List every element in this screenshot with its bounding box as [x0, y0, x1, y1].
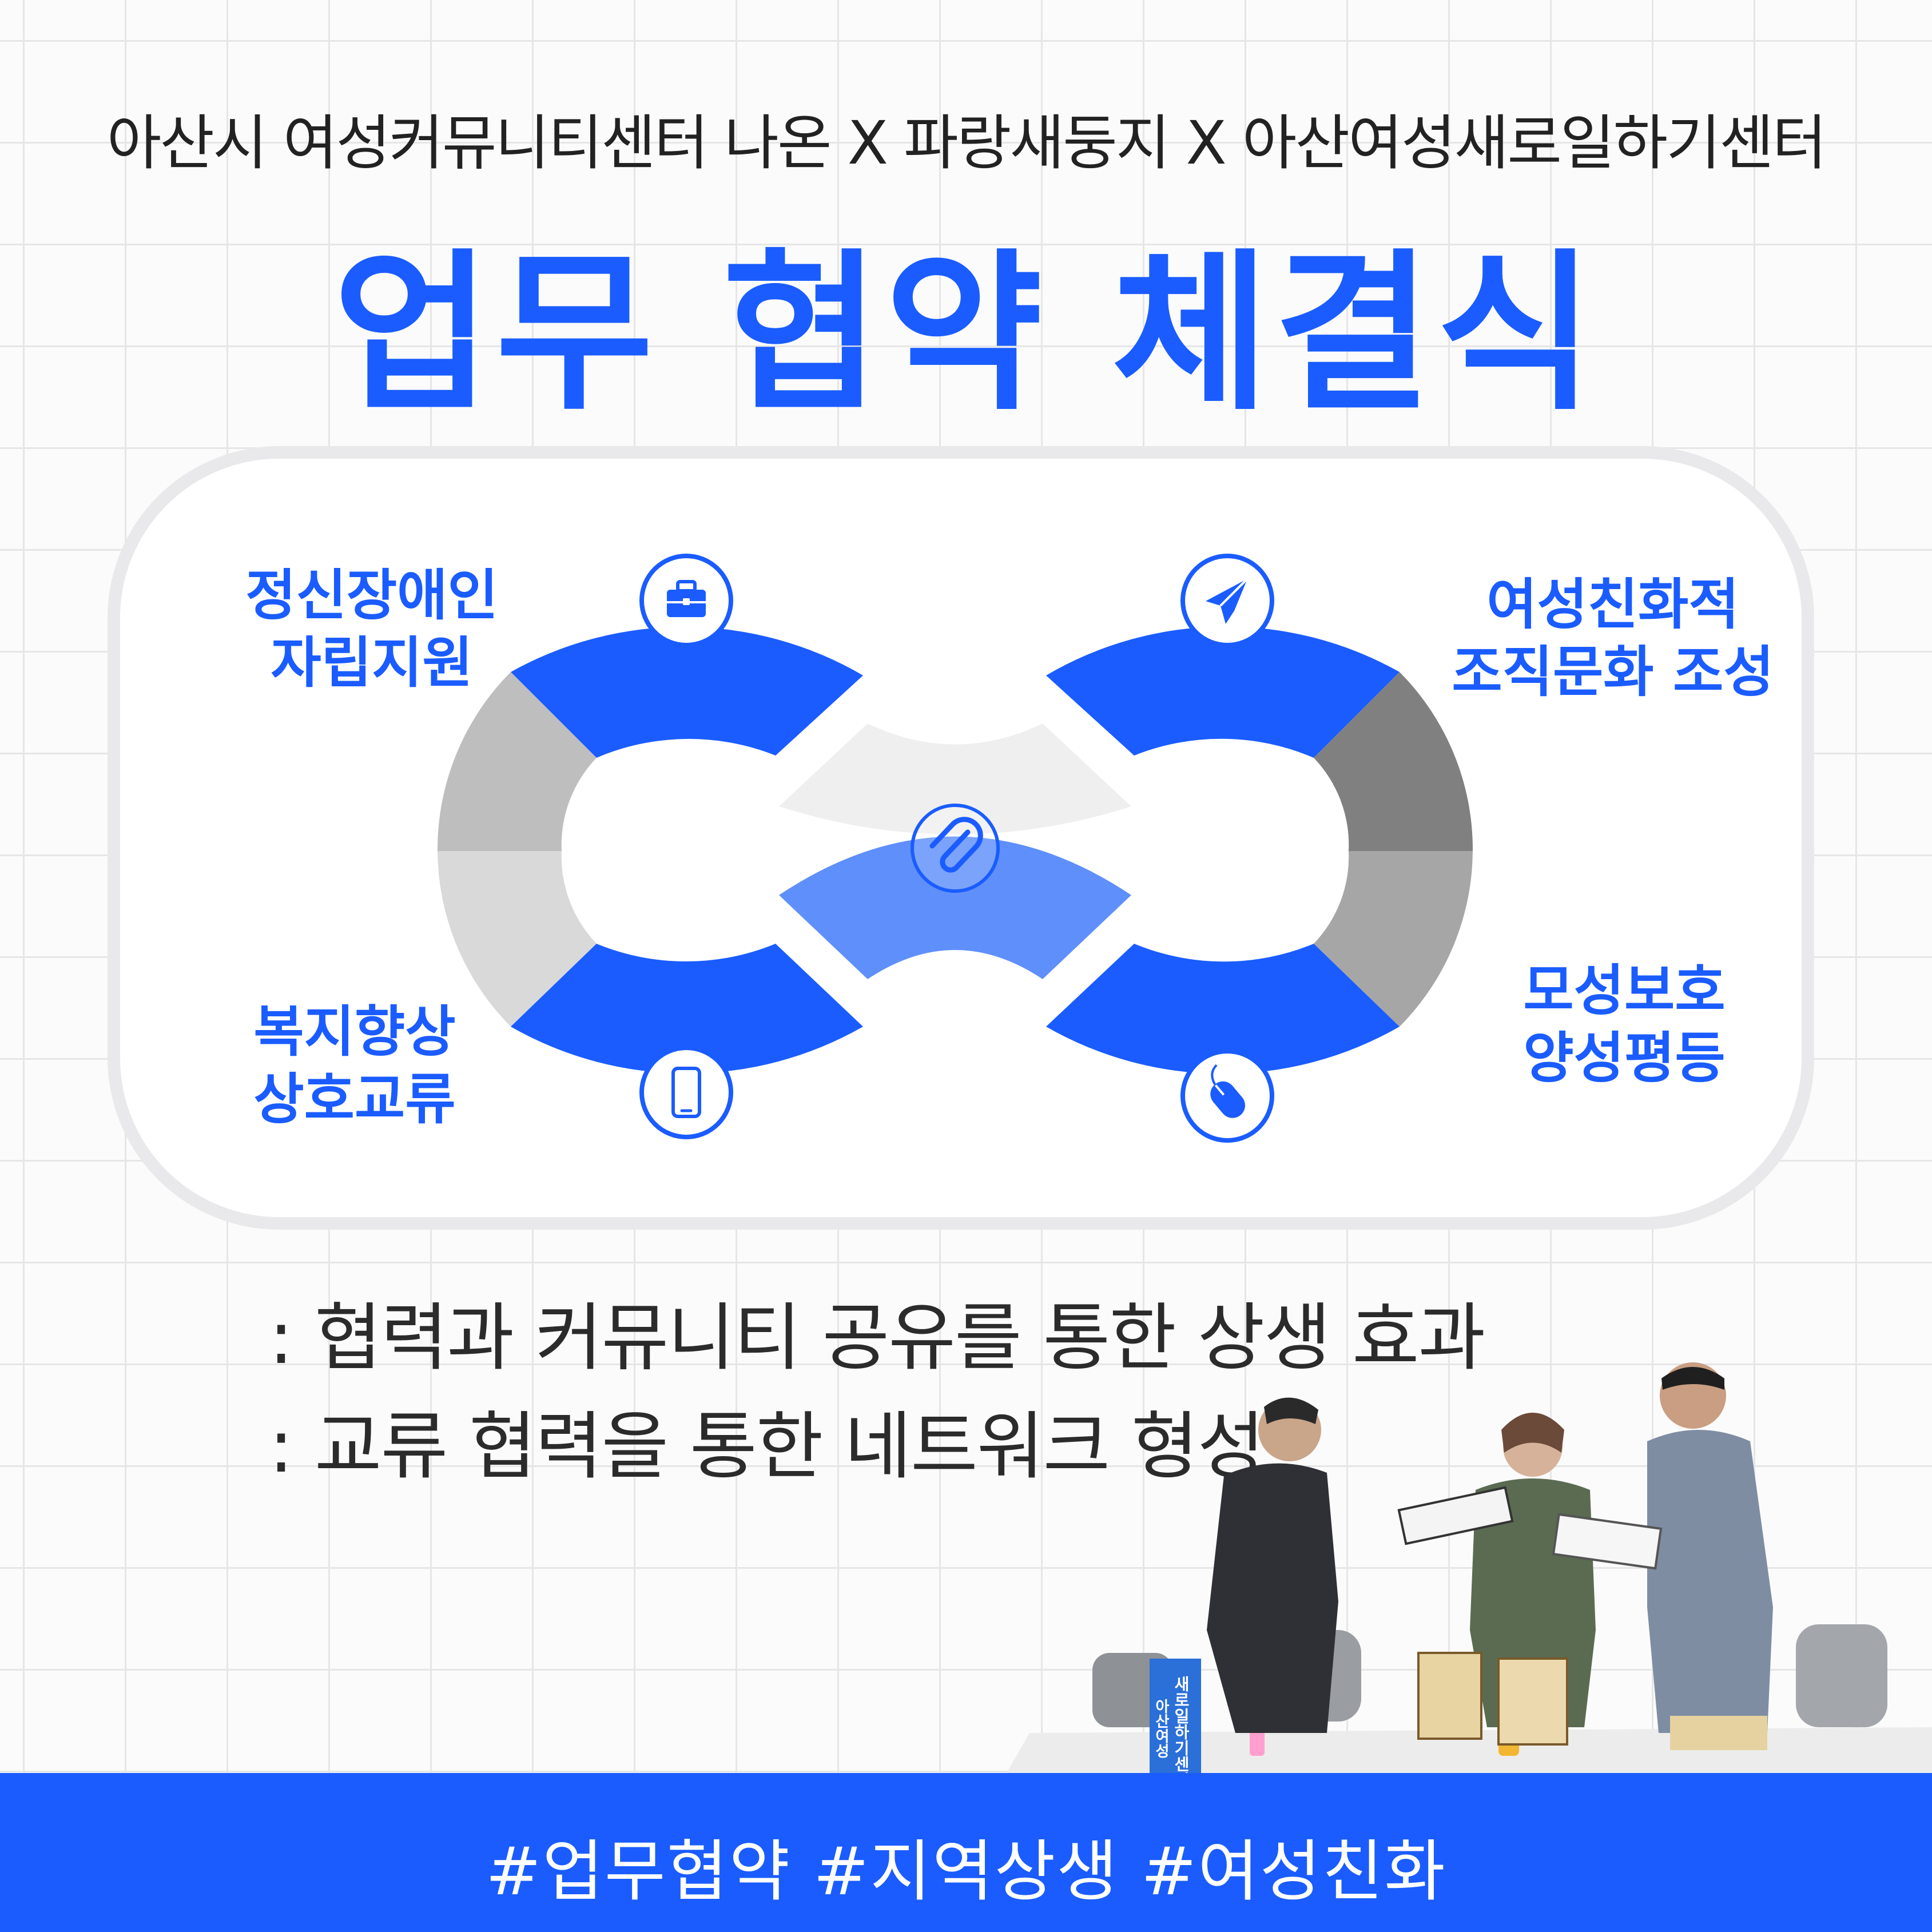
- bullet-list: : 협력과 커뮤니티 공유를 통한 상생 효과 : 교류 협력을 통한 네트워크…: [269, 1278, 1485, 1496]
- smartphone-icon[interactable]: [639, 1045, 733, 1139]
- label-bottom-right: 모성보호 양성평등: [1523, 959, 1726, 1090]
- paperclip-icon: [911, 804, 1000, 893]
- bullet-item: : 협력과 커뮤니티 공유를 통한 상생 효과: [269, 1295, 1485, 1381]
- briefcase-icon[interactable]: [639, 554, 733, 647]
- photo-banner: 새로일하기센터 아산여성: [1150, 1659, 1201, 1773]
- signing-ceremony-photo: 새로일하기센터 아산여성: [1007, 1362, 1932, 1773]
- label-top-right: 여성친화적 조직문화 조성: [1452, 573, 1774, 704]
- paper-plane-icon[interactable]: [1180, 554, 1274, 647]
- right-ring-upper-gray-segment: [1314, 672, 1473, 851]
- label-bottom-left: 복지향상 상호교류: [253, 1000, 456, 1131]
- diagram-card: [108, 446, 1814, 1230]
- right-ring-top-segment: [1046, 626, 1400, 758]
- label-top-left: 정신장애인 자립지원: [245, 563, 498, 695]
- page-title: 업무 협약 체결식: [333, 234, 1599, 434]
- svg-text:아산여성: 아산여성: [1152, 1699, 1170, 1758]
- footer-bar: #업무협약 #지역상생 #여성친화: [0, 1773, 1932, 1932]
- left-ring-lower-gray-segment: [438, 851, 597, 1027]
- left-ring-bottom-segment: [511, 944, 863, 1074]
- center-lower-band: [779, 836, 1131, 979]
- center-upper-band: [779, 723, 1131, 834]
- svg-text:새로일하기센터: 새로일하기센터: [1172, 1676, 1191, 1773]
- hashtag-line: #업무협약 #지역상생 #여성친화: [486, 1833, 1446, 1910]
- left-ring-top-segment: [511, 627, 863, 758]
- page-subtitle: 아산시 여성커뮤니티센터 나온 X 파랑새둥지 X 아산여성새로일하기센터: [106, 108, 1827, 178]
- right-ring-lower-gray-segment: [1314, 851, 1473, 1027]
- left-ring-upper-gray-segment: [437, 672, 597, 851]
- right-ring-bottom-segment: [1046, 944, 1400, 1074]
- bullet-item: : 교류 협력을 통한 네트워크 형성: [269, 1404, 1265, 1489]
- mouse-icon[interactable]: [1180, 1049, 1274, 1143]
